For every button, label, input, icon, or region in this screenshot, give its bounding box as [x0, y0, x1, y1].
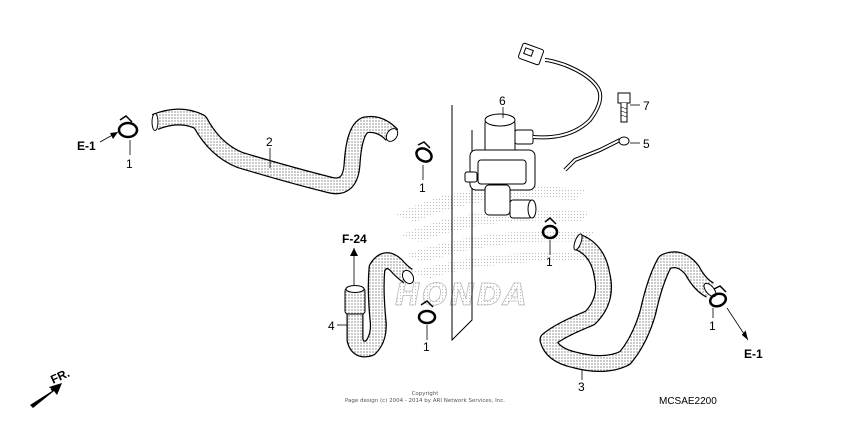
copyright-line-1: Copyright — [412, 391, 440, 397]
hose-3 — [539, 233, 717, 372]
front-indicator-label: FR. — [48, 366, 71, 387]
part-label-6: 6 — [499, 94, 506, 108]
clamp-1-lower — [417, 300, 437, 325]
clamp-1-right — [708, 285, 728, 308]
ref-e1-right: E-1 — [744, 347, 763, 361]
leader-lines — [99, 104, 749, 380]
part-label-5: 5 — [643, 137, 650, 151]
hose-2 — [151, 108, 399, 195]
clamp-1-middle — [541, 216, 559, 240]
part-label-1-upper: 1 — [419, 181, 426, 195]
honda-watermark-text: HONDA — [395, 278, 529, 313]
part-label-1-middle: 1 — [546, 255, 553, 269]
panel-outline — [451, 105, 473, 342]
ref-e1-left: E-1 — [77, 139, 96, 153]
part-label-1-left: 1 — [126, 157, 133, 171]
wire-harness — [517, 42, 603, 140]
part-label-2: 2 — [266, 135, 273, 149]
clamp-1-upper — [415, 141, 433, 163]
stay-bracket — [563, 136, 630, 172]
front-arrow — [30, 383, 62, 408]
part-label-3: 3 — [578, 380, 585, 394]
hose-4 — [344, 252, 415, 358]
reference-arrows — [110, 132, 748, 340]
ref-f24: F-24 — [342, 232, 367, 246]
clamp-1-left — [117, 115, 139, 139]
part-label-1-lower: 1 — [423, 340, 430, 354]
part-label-7: 7 — [643, 99, 650, 113]
bolt — [617, 92, 631, 123]
copyright-line-2: Page design (c) 2004 - 2014 by ARI Netwo… — [345, 398, 505, 404]
drawing-code: MCSAE2200 — [659, 396, 717, 407]
part-label-4: 4 — [328, 319, 335, 333]
air-injection-valve — [464, 113, 537, 219]
part-label-1-right: 1 — [709, 319, 716, 333]
